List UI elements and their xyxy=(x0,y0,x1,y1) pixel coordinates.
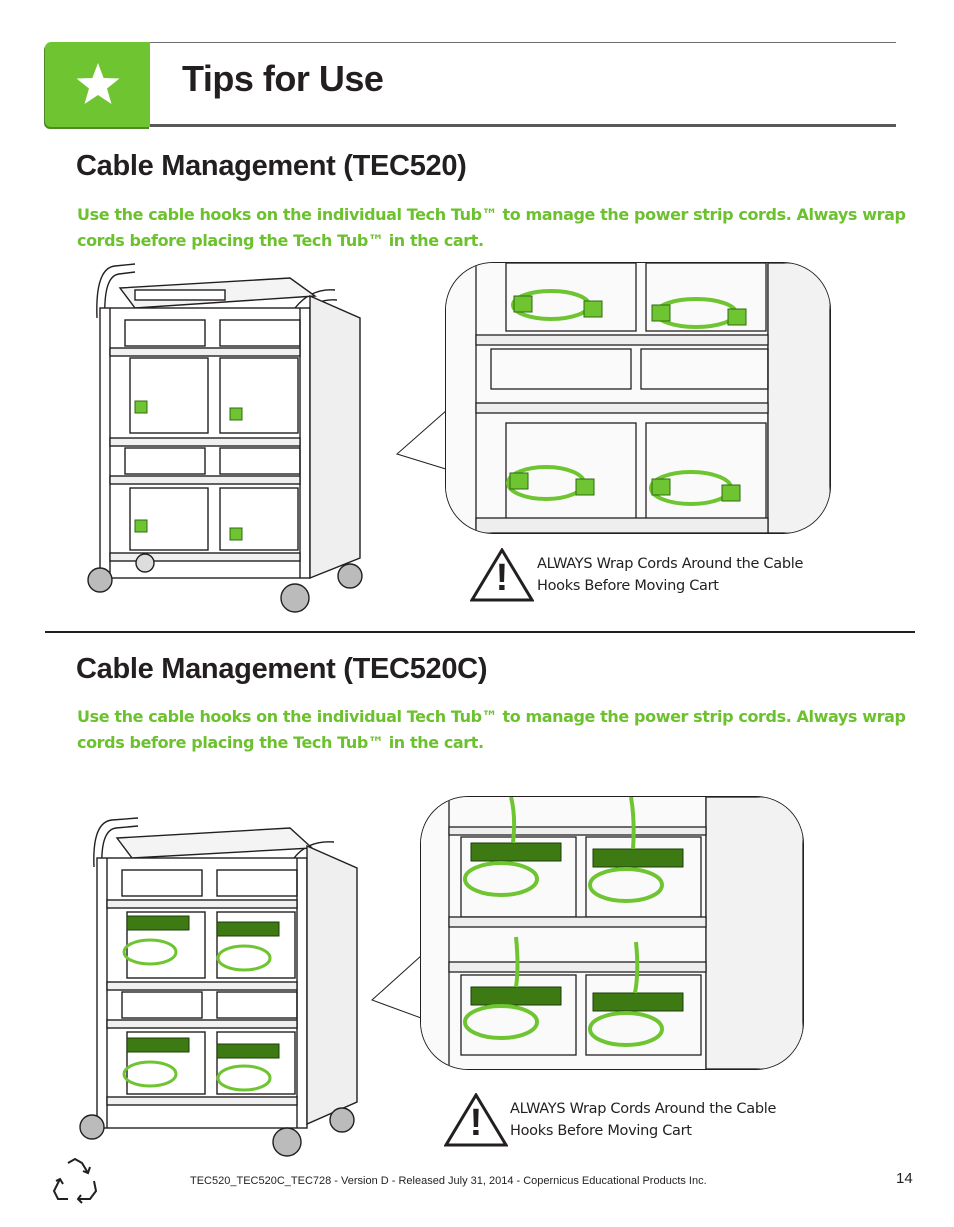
section-instruction-tec520c: Use the cable hooks on the individual Te… xyxy=(77,707,906,752)
section-instruction-tec520: Use the cable hooks on the individual Te… xyxy=(77,205,906,250)
warning-exclamation: ! xyxy=(469,1102,483,1144)
warning-text-line1: ALWAYS Wrap Cords Around the Cable xyxy=(537,556,804,572)
section-title-tec520c: Cable Management (TEC520C) xyxy=(76,653,488,685)
warning-text-line2: Hooks Before Moving Cart xyxy=(537,578,719,594)
callout-pointer xyxy=(371,945,433,1023)
zoom-detail-tec520 xyxy=(445,262,831,534)
page-title: Tips for Use xyxy=(182,58,384,99)
cart-illustration-tec520c xyxy=(79,817,358,1157)
section-title-tec520: Cable Management (TEC520) xyxy=(76,150,467,182)
footer-text: TEC520_TEC520C_TEC728 - Version D - Rele… xyxy=(190,1175,707,1187)
header-bottom-rule xyxy=(150,124,896,127)
warning-triangle-icon xyxy=(470,548,534,602)
warning-triangle-icon xyxy=(444,1093,508,1147)
warning-text-line1: ALWAYS Wrap Cords Around the Cable xyxy=(510,1101,777,1117)
warning-text-line2: Hooks Before Moving Cart xyxy=(510,1123,692,1139)
cart-illustration-tec520 xyxy=(87,263,363,613)
header-star-badge xyxy=(45,42,150,127)
recycle-icon xyxy=(52,1157,98,1204)
warning-exclamation: ! xyxy=(495,557,509,599)
zoom-detail-tec520c xyxy=(420,796,804,1070)
star-icon xyxy=(76,63,120,104)
header-top-rule xyxy=(150,42,896,43)
page-number: 14 xyxy=(896,1170,913,1187)
callout-pointer xyxy=(395,409,450,471)
section-divider xyxy=(45,631,915,633)
